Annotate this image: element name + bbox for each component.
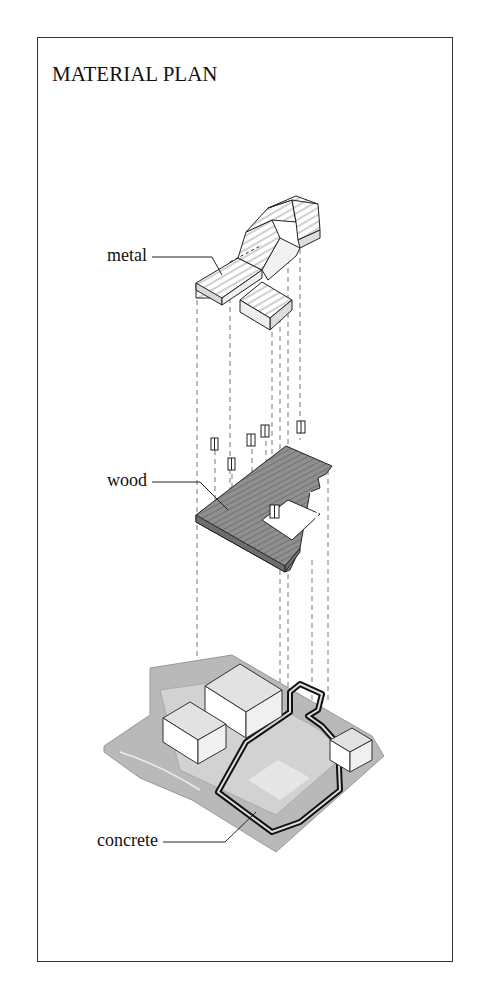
- wood-slab: [196, 446, 332, 572]
- material-label: concrete: [97, 831, 158, 851]
- frame: [38, 38, 453, 962]
- concrete-site: [104, 655, 384, 852]
- material-label: metal: [107, 246, 147, 266]
- diagram-title: MATERIAL PLAN: [52, 63, 217, 86]
- metal-roof: [196, 196, 320, 330]
- window-frames: [211, 421, 305, 518]
- leader-lines: [152, 257, 256, 842]
- material-label: wood: [107, 471, 147, 491]
